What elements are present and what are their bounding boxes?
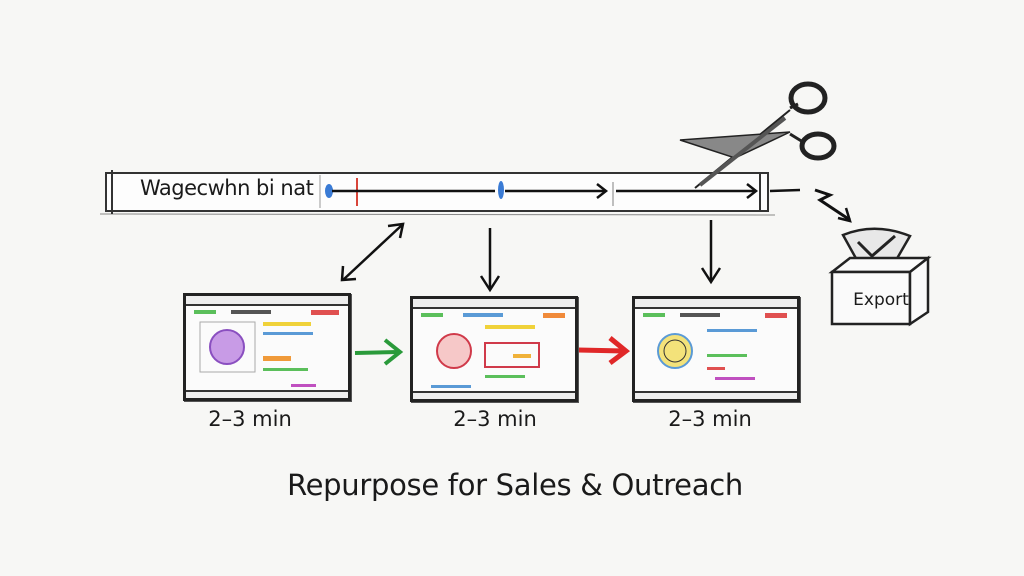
screen-content: [421, 313, 565, 388]
connector-arrows: [340, 220, 722, 293]
checkmark-icon: [841, 227, 912, 264]
playhead-markers: [325, 178, 614, 206]
clip-duration-2: 2–3 min: [453, 407, 537, 431]
clip-thumbnail-1[interactable]: [183, 293, 351, 401]
clip-duration-3: 2–3 min: [668, 407, 752, 431]
transition-arrow-green: [354, 338, 404, 366]
track-label: Wagecwhn bi nat: [140, 176, 314, 200]
clip-duration-1: 2–3 min: [208, 407, 292, 431]
clip-thumbnail-3[interactable]: [632, 296, 800, 402]
screen-content: [643, 313, 787, 380]
transition-arrow-red: [577, 336, 631, 365]
timeline-arrows: [332, 183, 852, 223]
scissors-icon: [679, 81, 837, 189]
export-box-icon: [828, 255, 932, 327]
screen-content: [194, 310, 339, 387]
caption: Repurpose for Sales & Outreach: [287, 468, 743, 502]
clip-thumbnail-2[interactable]: [410, 296, 578, 402]
export-button[interactable]: Export: [853, 290, 909, 310]
